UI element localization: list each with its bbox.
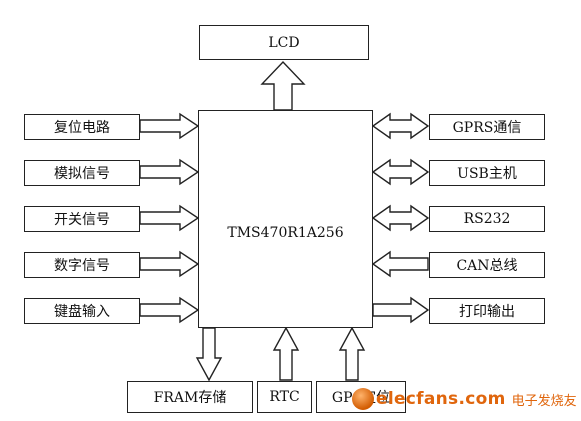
arrow-digital-to-mcu xyxy=(139,250,200,278)
arrow-reset-to-mcu xyxy=(139,112,200,140)
rs232-box: RS232 xyxy=(429,206,545,232)
reset-circuit-box: 复位电路 xyxy=(24,114,140,140)
switch-signal-label: 开关信号 xyxy=(54,212,110,228)
digital-signal-label: 数字信号 xyxy=(54,258,110,274)
arrow-rtc-to-mcu xyxy=(272,326,300,381)
arrow-mcu-to-print xyxy=(372,296,430,324)
arrow-switch-to-mcu xyxy=(139,204,200,232)
elecfans-logo-icon xyxy=(352,388,374,410)
arrow-mcu-to-fram xyxy=(195,327,223,382)
arrow-gps-to-mcu xyxy=(338,326,366,381)
arrow-mcu-usb xyxy=(371,158,430,186)
lcd-box: LCD xyxy=(199,25,369,60)
analog-signal-box: 模拟信号 xyxy=(24,160,140,186)
print-output-label: 打印输出 xyxy=(459,304,515,320)
watermark-cn: 电子发烧友 xyxy=(511,393,577,409)
arrow-mcu-gprs xyxy=(371,112,430,140)
can-bus-label: CAN总线 xyxy=(456,258,518,274)
arrow-mcu-rs232 xyxy=(371,204,430,232)
fram-box: FRAM存储 xyxy=(127,381,253,413)
arrow-analog-to-mcu xyxy=(139,158,200,186)
keyboard-input-label: 键盘输入 xyxy=(54,304,110,320)
can-bus-box: CAN总线 xyxy=(429,252,545,278)
arrow-can-to-mcu xyxy=(371,250,429,278)
usb-host-label: USB主机 xyxy=(457,166,517,182)
arrow-keyboard-to-mcu xyxy=(139,296,200,324)
print-output-box: 打印输出 xyxy=(429,298,545,324)
mcu-block: TMS470R1A256 xyxy=(198,110,373,328)
mcu-label: TMS470R1A256 xyxy=(227,225,344,241)
gprs-label: GPRS通信 xyxy=(452,120,522,136)
lcd-label: LCD xyxy=(268,34,300,51)
rtc-box: RTC xyxy=(257,381,312,413)
rs232-label: RS232 xyxy=(463,211,511,227)
keyboard-input-box: 键盘输入 xyxy=(24,298,140,324)
watermark-site: elecfans.com xyxy=(376,389,506,409)
switch-signal-box: 开关信号 xyxy=(24,206,140,232)
fram-label: FRAM存储 xyxy=(153,390,227,406)
arrow-mcu-to-lcd xyxy=(260,60,306,111)
usb-host-box: USB主机 xyxy=(429,160,545,186)
reset-circuit-label: 复位电路 xyxy=(54,120,110,136)
analog-signal-label: 模拟信号 xyxy=(54,166,110,182)
watermark: elecfans.com 电子发烧友 xyxy=(352,386,577,412)
gprs-box: GPRS通信 xyxy=(429,114,545,140)
digital-signal-box: 数字信号 xyxy=(24,252,140,278)
rtc-label: RTC xyxy=(269,389,300,405)
